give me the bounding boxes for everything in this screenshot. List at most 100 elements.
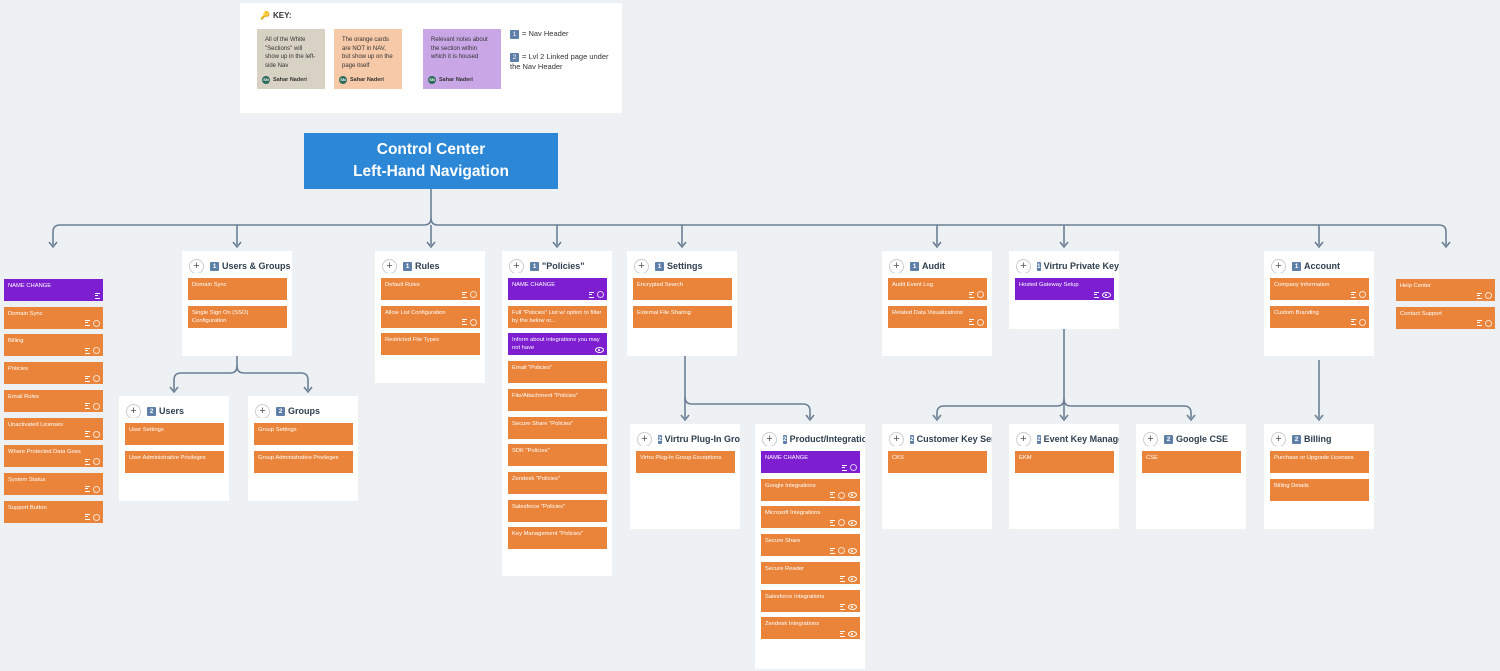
nav-card[interactable]: Policies (4, 362, 103, 385)
card-label: Policies (8, 366, 28, 373)
nav-card[interactable]: External File Sharing (633, 305, 732, 328)
nav-card[interactable]: File/Attachment "Policies" (508, 388, 607, 411)
nav-card[interactable]: NAME CHANGE (508, 278, 607, 300)
root-node[interactable]: Control Center Left-Hand Navigation (304, 133, 558, 189)
nav-card[interactable]: Restricted File Types (381, 333, 480, 356)
add-icon[interactable]: + (762, 432, 777, 446)
nav-card[interactable]: Contact Support (1396, 306, 1495, 329)
nav-card[interactable]: Google Integrations (761, 478, 860, 501)
nav-card[interactable]: Domain Sync (188, 278, 287, 300)
nav-card[interactable]: Unactivated Licenses (4, 417, 103, 440)
key-icon: 🔑 (260, 11, 270, 20)
add-icon[interactable]: + (1143, 432, 1158, 446)
nav-card[interactable]: Microsoft Integrations (761, 506, 860, 529)
arrow-icon (232, 241, 242, 249)
nav-card[interactable]: Single Sign On (SSO) Configuration (188, 305, 287, 328)
add-icon[interactable]: + (382, 259, 397, 273)
nav-card[interactable]: Virtru Plug-In Group Exceptions (636, 451, 735, 473)
add-icon[interactable]: + (1271, 259, 1286, 273)
avatar: SN (262, 75, 270, 84)
card-icons (840, 631, 857, 638)
card-icons (462, 318, 477, 326)
key-card-orange-cards[interactable]: The orange cards are NOT in NAV, but sho… (334, 29, 402, 89)
level-badge: 1 (910, 261, 919, 271)
nav-card[interactable]: Zendesk Integrations (761, 617, 860, 640)
eye-icon (848, 631, 857, 638)
nav-card[interactable]: Email Rules (4, 389, 103, 412)
card-label: NAME CHANGE (8, 283, 52, 289)
nav-card[interactable]: Email "Policies" (508, 361, 607, 384)
section-title: Event Key Management (1043, 434, 1119, 444)
add-icon[interactable]: + (255, 404, 270, 418)
add-icon[interactable]: + (1016, 259, 1031, 273)
nav-card[interactable]: Default Rules (381, 278, 480, 300)
nav-card[interactable]: User Settings (125, 423, 224, 445)
nav-card[interactable]: Secure Share (761, 534, 860, 557)
level-badge: 1 (210, 261, 219, 271)
nav-card[interactable]: Company Information (1270, 278, 1369, 300)
nav-card[interactable]: Salesforce "Policies" (508, 499, 607, 522)
nav-card[interactable]: Zendesk "Policies" (508, 471, 607, 494)
arrow-icon (552, 241, 562, 249)
nav-card[interactable]: Encrypted Search (633, 278, 732, 300)
nav-card[interactable]: Secure Share "Policies" (508, 416, 607, 439)
nav-card[interactable]: Full "Policies" List w/ option to filter… (508, 305, 607, 328)
add-icon[interactable]: + (189, 259, 204, 273)
nav-card[interactable]: EKM (1015, 451, 1114, 473)
nav-card[interactable]: User Administrative Privileges (125, 450, 224, 473)
level-badge: 2 (658, 434, 662, 444)
nav-card[interactable]: Support Button (4, 500, 103, 523)
arrow-icon (1314, 241, 1324, 249)
nav-card[interactable]: CKS (888, 451, 987, 473)
nav-card[interactable]: Purchase or Upgrade Licenses (1270, 451, 1369, 473)
nav-card[interactable]: Where Protected Data Goes (4, 445, 103, 468)
card-icons (1477, 292, 1492, 299)
nav-card[interactable]: Billing (4, 334, 103, 357)
check-icon (93, 458, 100, 466)
nav-card[interactable]: Key Management "Policies" (508, 527, 607, 550)
nav-card[interactable]: System Status (4, 472, 103, 495)
nav-card[interactable]: Hosted Gateway Setup (1015, 278, 1114, 300)
card-label: Contact Support (1400, 310, 1442, 317)
nav-card[interactable]: SDK "Policies" (508, 444, 607, 467)
key-card-white-sections[interactable]: All of the White "Sections" will show up… (257, 29, 325, 89)
nav-card[interactable]: Inform about integrations you may not ha… (508, 333, 607, 356)
add-icon[interactable]: + (634, 259, 649, 273)
add-icon[interactable]: + (1016, 432, 1031, 446)
nav-card[interactable]: Custom Branding (1270, 305, 1369, 328)
section-title: "Policies" (542, 261, 585, 271)
legend-text: = Lvl 2 Linked page under the Nav Header (510, 52, 609, 71)
add-icon[interactable]: + (637, 432, 652, 446)
section-header: +1"Policies" (509, 259, 612, 273)
nav-card[interactable]: Secure Reader (761, 561, 860, 584)
nav-card[interactable]: Allow List Configuration (381, 305, 480, 328)
card-label: Domain Sync (8, 310, 43, 317)
add-icon[interactable]: + (889, 259, 904, 273)
add-icon[interactable]: + (889, 432, 904, 446)
card-icons (595, 347, 604, 354)
add-icon[interactable]: + (1271, 432, 1286, 446)
nav-card[interactable]: NAME CHANGE (761, 451, 860, 473)
nav-card[interactable]: Help Center (1396, 279, 1495, 301)
nav-card[interactable]: Audit Event Log (888, 278, 987, 300)
nav-card[interactable]: Salesforce Integrations (761, 589, 860, 612)
nav-card[interactable]: CSE (1142, 451, 1241, 473)
nav-card[interactable]: NAME CHANGE (4, 279, 103, 301)
nav-card[interactable]: Group Settings (254, 423, 353, 445)
notes-icon (85, 403, 90, 410)
card-label: Microsoft Integrations (765, 510, 821, 517)
nav-card[interactable]: Related Data Visualizations (888, 305, 987, 328)
card-label: Email "Policies" (512, 365, 553, 372)
nav-card[interactable]: Group Administrative Privileges (254, 450, 353, 473)
notes-icon (85, 320, 90, 327)
nav-card[interactable]: Billing Details (1270, 478, 1369, 501)
add-icon[interactable]: + (509, 259, 524, 273)
key-card-notes[interactable]: Relevant notes about the section within … (423, 29, 501, 89)
card-label: Secure Share (765, 538, 801, 545)
level-badge: 2 (147, 406, 156, 416)
nav-card[interactable]: Domain Sync (4, 306, 103, 329)
add-icon[interactable]: + (126, 404, 141, 418)
